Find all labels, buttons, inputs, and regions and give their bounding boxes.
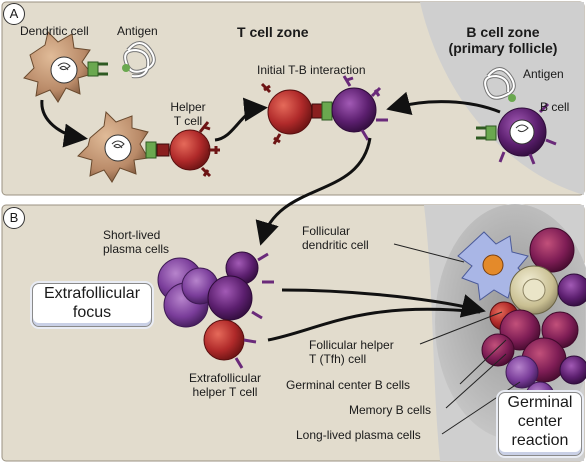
antigen-icon	[122, 41, 156, 79]
initial-tb-interaction-icon	[260, 75, 388, 145]
short-lived-plasma-label: Short-lived plasma cells	[103, 228, 169, 256]
b-cell-zone-line2: (primary follicle)	[448, 40, 558, 56]
follicular-dc-line1: Follicular	[302, 224, 351, 238]
gc-reaction-line2: center	[517, 413, 563, 430]
gc-reaction-line1: Germinal	[507, 394, 573, 411]
tfh-line2: T (Tfh) cell	[309, 352, 367, 366]
antigen-label-left: Antigen	[117, 24, 158, 38]
tfh-label: Follicular helper T (Tfh) cell	[309, 338, 394, 366]
arrow-to-tb	[214, 97, 268, 142]
dendritic-cell-icon	[23, 31, 108, 103]
extrafollicular-helper-label: Extrafollicular helper T cell	[175, 371, 275, 399]
t-cell-zone-title: T cell zone	[237, 24, 309, 40]
dendritic-cell-2-icon	[77, 110, 170, 183]
arrow-b-to-tb	[386, 91, 501, 116]
extrafollicular-cluster-icon	[157, 251, 274, 369]
dendritic-cell-label: Dendritic cell	[20, 24, 89, 38]
panel-a-letter: A	[3, 3, 25, 25]
memory-b-cells-label: Memory B cells	[349, 403, 432, 417]
arrow-a-to-b	[255, 137, 372, 246]
gc-reaction-line3: reaction	[511, 432, 569, 449]
b-cell-label: B cell	[540, 100, 570, 114]
arrow-efocus-to-gc-2	[267, 307, 481, 342]
leader-lines	[393, 243, 521, 435]
short-lived-line1: Short-lived	[103, 228, 161, 242]
extrafollicular-focus-box: Extrafollicular focus	[32, 283, 152, 327]
b-cell-zone-title: B cell zone (primary follicle)	[428, 24, 578, 56]
long-lived-plasma-label: Long-lived plasma cells	[296, 428, 421, 442]
short-lived-line2: plasma cells	[103, 242, 170, 256]
helper-t-cell-line2: T cell	[173, 114, 203, 128]
tfh-line1: Follicular helper	[309, 338, 394, 352]
b-cell-icon	[476, 67, 557, 165]
b-cell-zone-line1: B cell zone	[466, 24, 540, 40]
gc-b-cells-label: Germinal center B cells	[286, 378, 411, 392]
extrafollicular-focus-line1: Extrafollicular	[43, 285, 141, 302]
arrow-efocus-to-gc-1	[281, 288, 486, 318]
initial-tb-label: Initial T-B interaction	[257, 63, 366, 77]
antigen-label-right: Antigen	[523, 67, 564, 81]
panel-b-letter: B	[3, 207, 25, 229]
follicular-dc-label: Follicular dendritic cell	[302, 224, 369, 252]
extrafollicular-focus-line2: focus	[72, 304, 112, 321]
helper-t-cell-line1: Helper	[170, 100, 206, 114]
gc-reaction-box: Germinal center reaction	[498, 392, 582, 456]
helper-t-cell-label: Helper T cell	[163, 100, 213, 128]
arrow-down-left	[40, 99, 88, 148]
extrafollicular-helper-line1: Extrafollicular	[188, 371, 262, 385]
helper-t-cell-icon	[169, 121, 220, 178]
extrafollicular-helper-line2: helper T cell	[192, 385, 258, 399]
follicular-dc-line2: dendritic cell	[302, 238, 369, 252]
